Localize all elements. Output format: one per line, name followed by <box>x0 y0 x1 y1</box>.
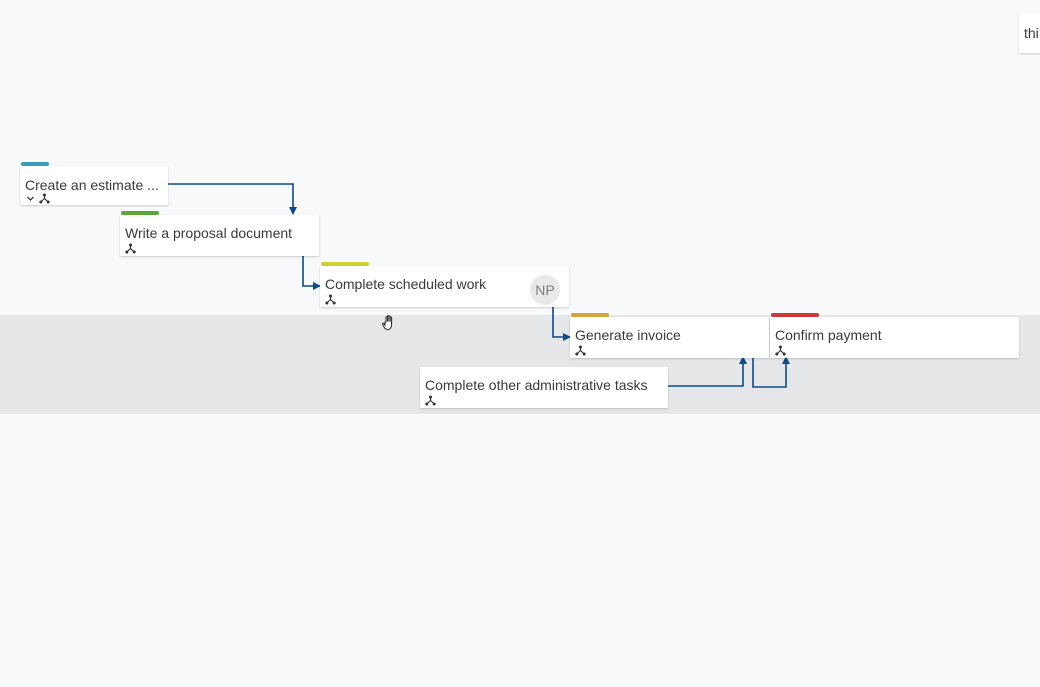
task-color-bar <box>21 162 49 166</box>
chevron-down-icon[interactable] <box>25 193 36 204</box>
task-title: Generate invoice <box>575 327 681 343</box>
link-t2-t3[interactable] <box>302 256 321 290</box>
task-title: thi <box>1024 25 1039 41</box>
dependency-icon[interactable] <box>125 243 136 254</box>
link-t4-t5[interactable] <box>752 356 790 388</box>
dependency-icon[interactable] <box>425 395 436 406</box>
link-t1-t2[interactable] <box>168 183 297 215</box>
task-title: Write a proposal document <box>125 225 293 241</box>
task-card-generate-invoice[interactable]: Generate invoice <box>570 313 769 358</box>
task-color-bar <box>771 313 819 317</box>
dependency-icon[interactable] <box>39 193 50 204</box>
task-title: Confirm payment <box>775 327 882 343</box>
task-color-bar <box>321 262 369 266</box>
task-card-create-estimate[interactable]: Create an estimate ... <box>20 162 168 205</box>
dependency-icon[interactable] <box>325 294 336 305</box>
task-title: Complete scheduled work <box>325 276 487 292</box>
link-t6-t4[interactable] <box>668 356 747 387</box>
task-card-write-proposal[interactable]: Write a proposal document <box>120 211 319 256</box>
dependency-icon[interactable] <box>575 345 586 356</box>
task-title: Create an estimate ... <box>25 177 159 193</box>
link-t3-t4[interactable] <box>552 307 571 341</box>
task-title: Complete other administrative tasks <box>425 377 648 393</box>
task-color-bar <box>571 313 609 317</box>
task-color-bar <box>121 211 159 215</box>
task-card-confirm-payment[interactable]: Confirm payment <box>770 313 1019 358</box>
dependency-icon[interactable] <box>775 345 786 356</box>
task-card-administrative-tasks[interactable]: Complete other administrative tasks <box>420 367 668 408</box>
assignee-avatar[interactable]: NP <box>530 275 560 305</box>
task-card-complete-scheduled-work[interactable]: Complete scheduled work NP <box>320 262 569 307</box>
task-card-offscreen[interactable]: thi <box>1019 13 1040 53</box>
grab-hand-icon <box>382 315 393 331</box>
